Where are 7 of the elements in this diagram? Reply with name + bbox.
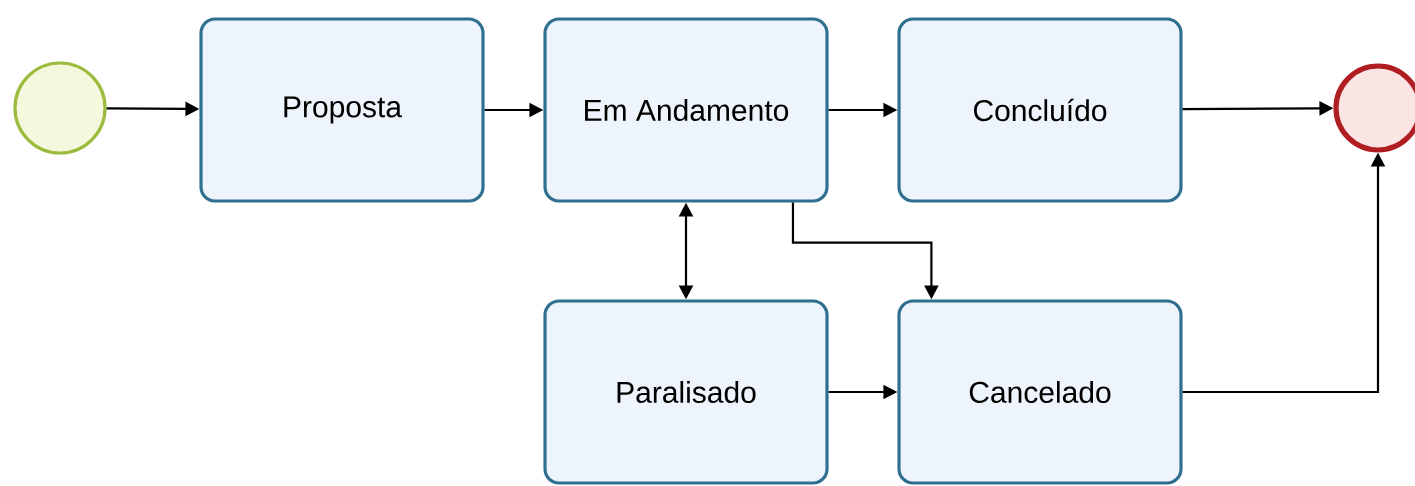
- process-box: Concluído: [897, 17, 1183, 203]
- process-box: Em Andamento: [543, 17, 829, 203]
- process-box: Cancelado: [897, 299, 1183, 485]
- process-box: Paralisado: [543, 299, 829, 485]
- end-event-circle: [1333, 63, 1415, 153]
- process-box: Proposta: [199, 17, 485, 203]
- start-event-circle: [13, 61, 107, 155]
